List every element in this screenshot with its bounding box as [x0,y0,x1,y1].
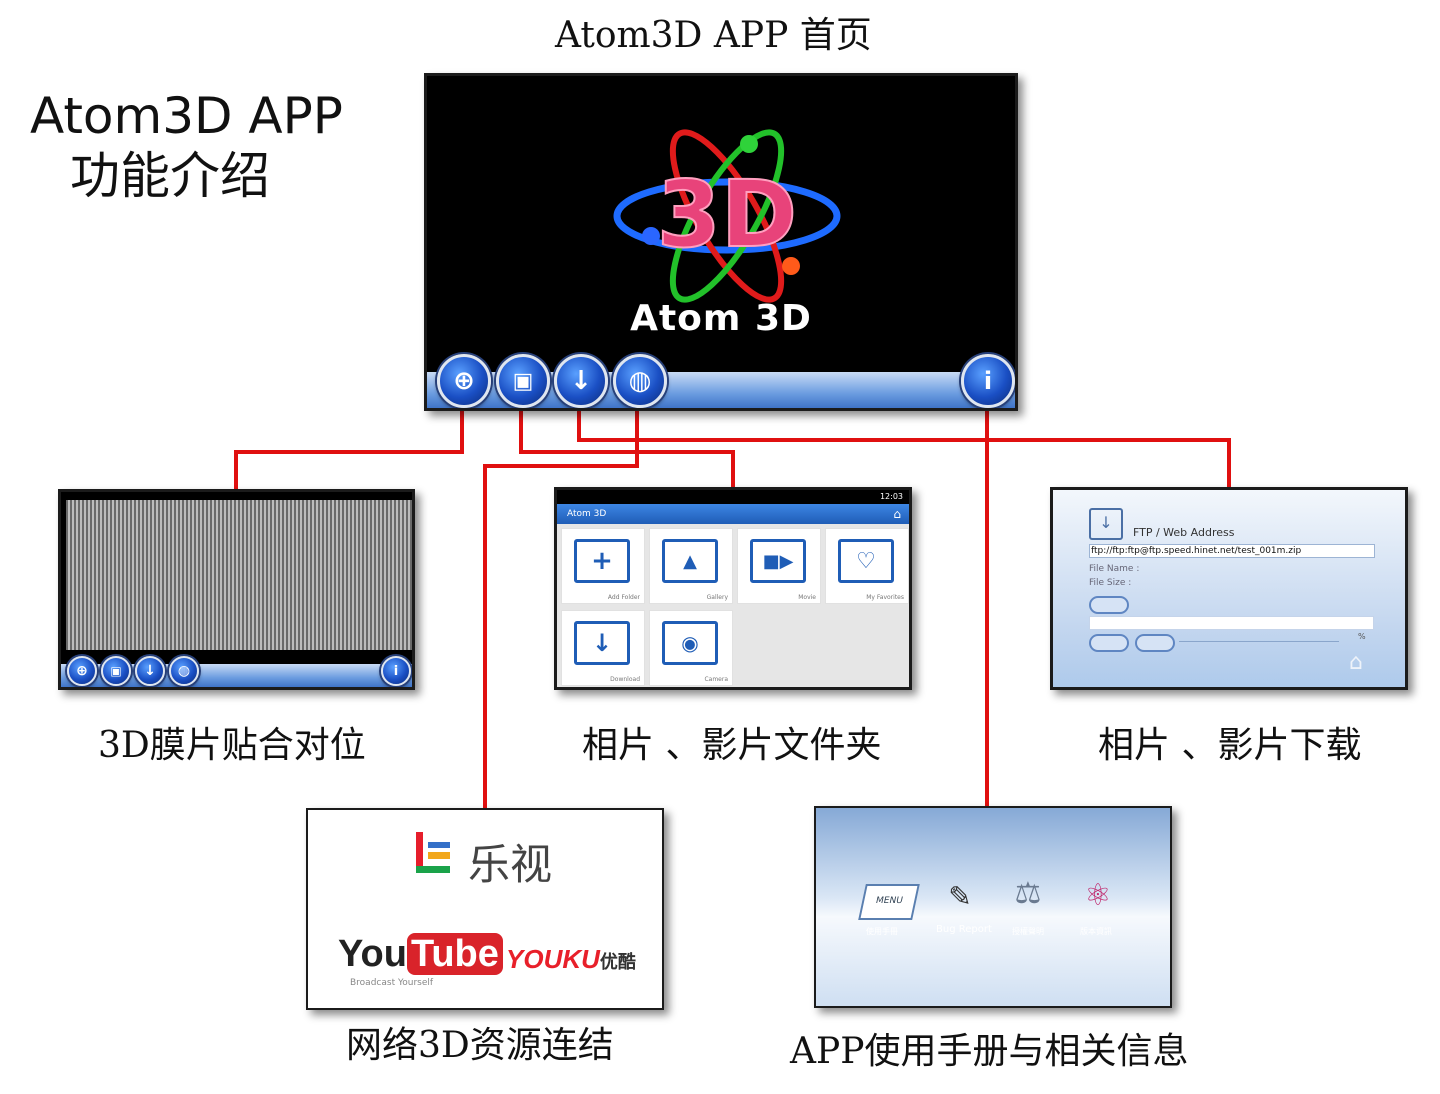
photo-folder-icon: ▣ [110,664,122,678]
add-folder-icon: + [574,539,630,583]
main-title: Atom3D APP 功能介绍 [30,86,380,206]
start-button[interactable] [1089,596,1129,614]
connector-download [577,408,1231,488]
tile-add-folder[interactable]: + Add Folder [561,528,645,604]
connector-folder [519,408,735,488]
youtube-tagline: Broadcast Yourself [350,978,434,988]
film-align-button[interactable]: ⊕ [67,656,97,686]
atom-version-icon[interactable]: ⚛ [1084,878,1112,913]
ftp-url-input[interactable]: ftp://ftp:ftp@ftp.speed.hinet.net/test_0… [1089,544,1375,558]
connector-web [483,408,639,808]
manual-icon[interactable]: MENU [858,884,920,920]
align-button[interactable]: ⊕ [437,354,491,408]
home-label: Atom3D APP 首页 [555,15,872,56]
file-name-label: File Name : [1089,564,1140,574]
status-time: 12:03 [879,492,903,501]
film-label: 3D膜片贴合对位 [98,725,366,766]
bug-report-label: Bug Report [936,924,992,935]
film-download-button[interactable]: ↓ [135,656,165,686]
home-icon[interactable]: ⌂ [1349,650,1363,675]
download-arrow-icon: ↓ [574,621,630,665]
info-icon: i [983,367,993,395]
youtube-tube: Tube [406,933,503,975]
download-label: 相片 、影片下载 [1098,725,1362,766]
web-button[interactable]: ◍ [613,354,667,408]
bug-report-icon[interactable]: ✎ [948,880,972,913]
license-label: 授權聲明 [1012,927,1044,936]
download-button[interactable]: ↓ [554,354,608,408]
camera-icon: ◉ [662,621,718,665]
ftp-screenshot: ↓ FTP / Web Address ftp://ftp:ftp@ftp.sp… [1050,487,1408,690]
film-web-button[interactable]: ◍ [169,656,199,686]
folder-button[interactable]: ▣ [496,354,550,408]
info-button[interactable]: i [961,354,1015,408]
file-size-label: File Size : [1089,578,1132,588]
globe-icon: ◍ [628,366,652,396]
ftp-path-input[interactable] [1089,616,1374,630]
manual-label: 使用手冊 [866,927,898,936]
youtube-you: You [338,933,407,975]
version-label: 版本資訊 [1080,927,1112,936]
movie-icon: ■▶ [750,539,806,583]
cancel-button[interactable] [1135,634,1175,652]
youku-logo[interactable]: YOUKU优酷 [506,944,636,977]
tile-movie[interactable]: ■▶ Movie [737,528,821,604]
progress-track [1179,641,1339,642]
tile-camera[interactable]: ◉ Camera [649,610,733,686]
gallery-icon: ▲ [662,539,718,583]
info-icon: i [393,663,399,679]
ftp-download-icon: ↓ [1089,508,1123,540]
scales-icon[interactable]: ⚖ [1014,876,1042,911]
download-arrow-icon: ↓ [570,366,592,396]
status-bar: 12:03 [557,490,909,504]
tile-my-favorites[interactable]: ♡ My Favorites [825,528,909,604]
letv-text: 乐视 [468,840,553,889]
folder-app-name: Atom 3D [567,509,607,519]
folder-app-bar: Atom 3D ⌂ [557,504,909,524]
main-title-line1: Atom3D APP [30,87,343,145]
youku-cn-text: 优酷 [599,952,636,972]
percent-label: % [1358,632,1366,641]
letv-logo-icon [412,832,456,884]
main-title-line2: 功能介绍 [70,147,270,205]
pause-button[interactable] [1089,634,1129,652]
folder-label: 相片 、影片文件夹 [582,725,882,766]
crosshair-icon: ⊕ [76,663,88,679]
atom-logo-icon: 3D [613,129,841,303]
crosshair-icon: ⊕ [453,366,475,396]
ftp-title: FTP / Web Address [1133,526,1235,539]
photo-folder-icon: ▣ [512,368,534,394]
film-screenshot: ⊕ ▣ ↓ ◍ i [58,489,415,690]
heart-icon: ♡ [838,539,894,583]
tile-gallery[interactable]: ▲ Gallery [649,528,733,604]
youku-text: YOUKU [506,944,600,974]
download-arrow-icon: ↓ [144,663,156,679]
logo-text: Atom 3D [630,298,812,339]
home-icon[interactable]: ⌂ [893,507,901,521]
connector-film [234,408,464,490]
tile-download[interactable]: ↓ Download [561,610,645,686]
info-label: APP使用手册与相关信息 [790,1031,1189,1072]
film-folder-button[interactable]: ▣ [101,656,131,686]
home-screenshot: 3D Atom 3D ⊕ ▣ ↓ ◍ i [424,73,1018,411]
web-label: 网络3D资源连结 [346,1025,614,1066]
info-screenshot: MENU 使用手冊 ✎ Bug Report ⚖ 授權聲明 ⚛ 版本資訊 [814,806,1172,1008]
logo-mark-text: 3D [657,161,797,268]
folder-screenshot: 12:03 Atom 3D ⌂ + Add Folder ▲ Gallery ■… [554,487,912,690]
film-pattern [66,500,412,650]
globe-icon: ◍ [177,663,191,679]
film-info-button[interactable]: i [381,656,411,686]
